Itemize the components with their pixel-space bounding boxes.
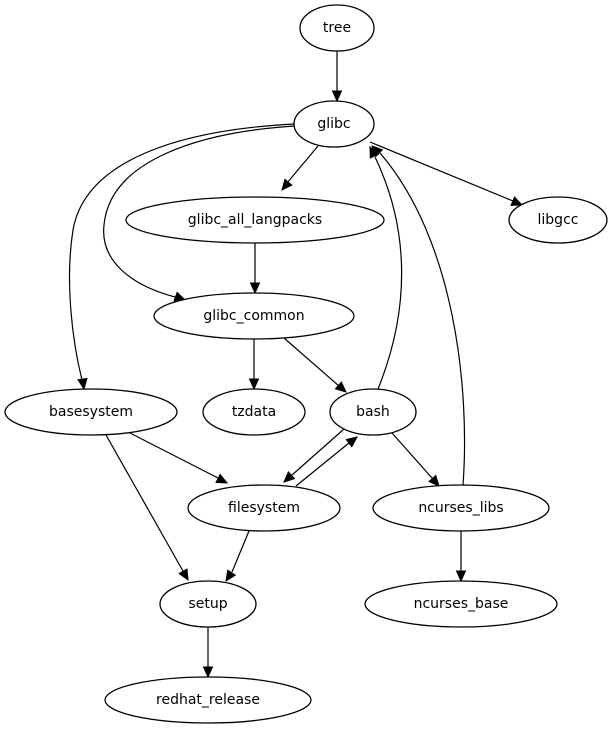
node-glibc-common[interactable]: glibc_common bbox=[153, 292, 355, 340]
edge-line bbox=[129, 432, 219, 479]
node-ncurses-base[interactable]: ncurses_base bbox=[364, 580, 558, 628]
node-label-glibc-common: glibc_common bbox=[203, 308, 304, 324]
node-tree[interactable]: tree bbox=[299, 4, 375, 52]
node-label-glibc-all-langpacks: glibc_all_langpacks bbox=[188, 212, 322, 228]
node-glibc-all-langpacks[interactable]: glibc_all_langpacks bbox=[125, 196, 385, 244]
edge-bash-to-glibc bbox=[369, 145, 403, 390]
edge-glibc-all-langpacks-to-glibc-common bbox=[249, 243, 261, 295]
edge-glibc-to-libgcc bbox=[369, 141, 524, 206]
edge-basesystem-to-setup bbox=[105, 434, 189, 582]
node-label-filesystem: filesystem bbox=[228, 500, 300, 516]
edge-line bbox=[231, 530, 250, 573]
node-label-setup: setup bbox=[188, 596, 227, 612]
node-label-tzdata: tzdata bbox=[232, 404, 276, 420]
edge-glibc-to-glibc-all-langpacks bbox=[281, 145, 319, 191]
arrowhead-icon bbox=[371, 145, 384, 158]
node-label-ncurses-base: ncurses_base bbox=[414, 596, 509, 612]
edge-ncurses-libs-to-ncurses-base bbox=[455, 531, 467, 583]
edge-basesystem-to-filesystem bbox=[129, 432, 229, 484]
node-label-basesystem: basesystem bbox=[49, 404, 133, 420]
arrowhead-icon bbox=[178, 568, 189, 582]
edge-line bbox=[379, 152, 466, 486]
node-glibc[interactable]: glibc bbox=[293, 100, 375, 148]
edge-line bbox=[369, 141, 514, 202]
edge-bash-to-ncurses-libs bbox=[391, 432, 440, 487]
edge-line bbox=[68, 123, 295, 381]
edge-line bbox=[291, 428, 345, 476]
edge-filesystem-to-setup bbox=[225, 530, 250, 583]
node-tzdata[interactable]: tzdata bbox=[202, 388, 306, 436]
node-filesystem[interactable]: filesystem bbox=[187, 484, 341, 532]
arrowhead-icon bbox=[428, 474, 440, 487]
node-libgcc[interactable]: libgcc bbox=[508, 196, 608, 244]
arrowhead-icon bbox=[77, 377, 88, 391]
arrowhead-icon bbox=[281, 178, 293, 191]
edge-line bbox=[391, 432, 433, 479]
node-basesystem[interactable]: basesystem bbox=[4, 388, 178, 436]
edge-glibc-common-to-tzdata bbox=[248, 339, 260, 391]
edge-line bbox=[295, 442, 350, 487]
arrowhead-icon bbox=[215, 473, 229, 484]
edge-setup-to-redhat-release bbox=[202, 627, 214, 679]
edge-ncurses-libs-to-glibc bbox=[371, 145, 466, 486]
arrowhead-icon bbox=[334, 381, 347, 393]
arrowhead-icon bbox=[202, 666, 214, 679]
node-bash[interactable]: bash bbox=[329, 388, 417, 436]
arrowhead-icon bbox=[225, 569, 237, 583]
arrowhead-icon bbox=[345, 436, 358, 448]
arrowhead-icon bbox=[510, 196, 524, 206]
node-redhat-release[interactable]: redhat_release bbox=[104, 676, 312, 724]
edge-line bbox=[374, 156, 403, 390]
arrowhead-icon bbox=[283, 471, 296, 483]
arrowhead-icon bbox=[455, 570, 467, 583]
edge-filesystem-to-bash bbox=[295, 436, 358, 487]
edge-line bbox=[105, 434, 184, 572]
edge-line bbox=[286, 145, 319, 184]
arrowhead-icon bbox=[331, 90, 343, 103]
node-label-libgcc: libgcc bbox=[538, 212, 579, 228]
node-ncurses-libs[interactable]: ncurses_libs bbox=[372, 484, 550, 532]
arrowhead-icon bbox=[249, 282, 261, 295]
edge-glibc-to-basesystem bbox=[68, 123, 295, 391]
node-label-bash: bash bbox=[356, 404, 390, 420]
edge-bash-to-filesystem bbox=[283, 428, 345, 483]
edge-glibc-common-to-bash bbox=[283, 337, 347, 393]
edge-line bbox=[103, 125, 296, 298]
edge-line bbox=[283, 337, 340, 387]
node-setup[interactable]: setup bbox=[159, 580, 257, 628]
edge-tree-to-glibc bbox=[331, 51, 343, 103]
node-label-redhat-release: redhat_release bbox=[156, 692, 260, 708]
node-label-tree: tree bbox=[323, 20, 351, 36]
node-label-glibc: glibc bbox=[317, 116, 350, 132]
node-label-ncurses-libs: ncurses_libs bbox=[418, 500, 503, 516]
arrowhead-icon bbox=[248, 378, 260, 391]
